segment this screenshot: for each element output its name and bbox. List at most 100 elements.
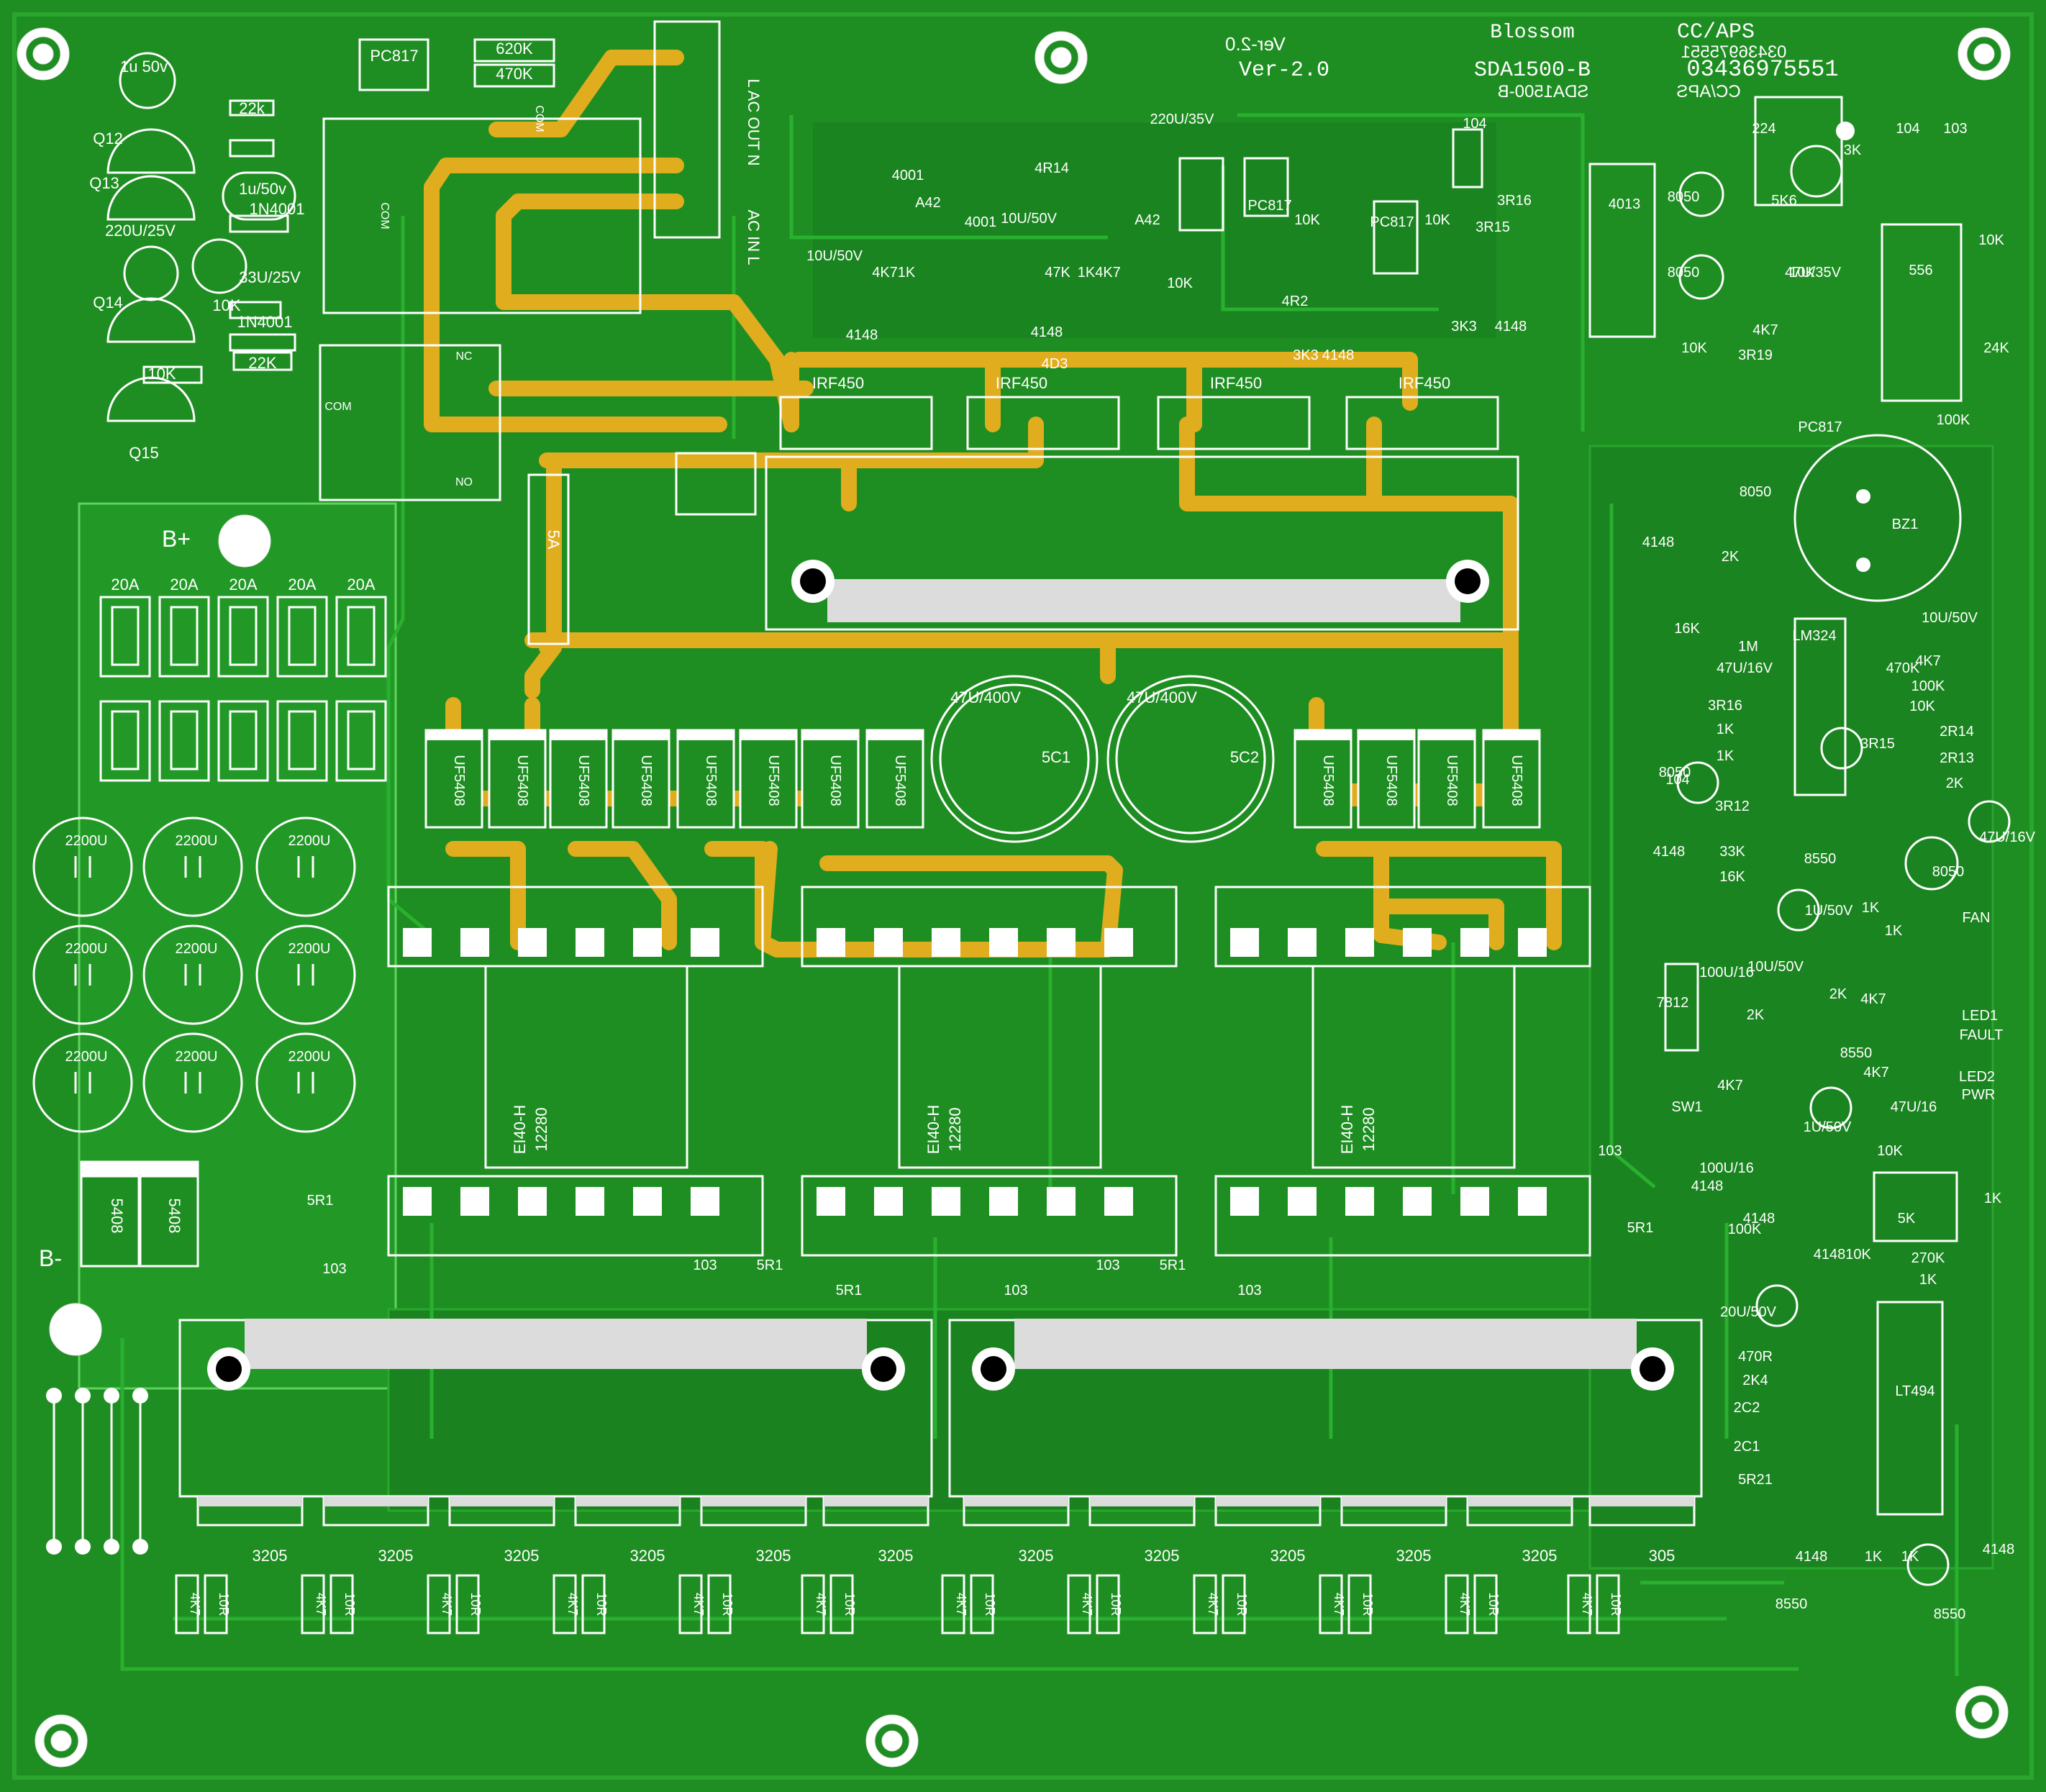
control-part-label: 47U/16V (1717, 660, 1773, 676)
bulk-cap-ref: 5C2 (1230, 748, 1259, 766)
control-part-label: 5R21 (1738, 1472, 1773, 1488)
relay-com-label: COM (324, 401, 351, 413)
fuse (276, 700, 328, 782)
diode-label: UF5408 (576, 755, 591, 806)
control-part-label: 103 (1943, 121, 1967, 137)
gate-resistor: 4K7 (188, 1593, 202, 1616)
control-part-label: 4K7 (1752, 322, 1778, 338)
control-part-label: FAULT (1960, 1027, 2004, 1043)
filter-capacitor (255, 817, 356, 917)
driver-part-label: 1K (898, 265, 916, 281)
control-part-label: 4148 (1814, 1247, 1846, 1263)
control-part-label: 1K (1901, 1549, 1919, 1565)
part-label: 1N4001 (249, 200, 304, 218)
control-part-label: 4013 (1609, 196, 1641, 212)
control-part-label: 33K (1719, 844, 1745, 860)
control-part-label: LED2 (1959, 1069, 1995, 1085)
diode-label: UF5408 (514, 755, 530, 806)
bulk-cap-value: 47U/400V (950, 688, 1021, 706)
control-part-label: 100K (1911, 678, 1945, 694)
driver-part-label: 1K (1078, 265, 1096, 281)
control-part-label: 224 (1752, 121, 1776, 137)
snubber-label: 103 (1004, 1283, 1027, 1298)
fuse (335, 596, 387, 678)
transformer-core (484, 965, 688, 1169)
fuse (99, 596, 151, 678)
control-part-label: 4148 (1743, 1211, 1776, 1227)
mirror-text: CC/APS (1676, 82, 1740, 101)
silkscreen-labels: BlossomSDA1500-BVer-2.0CC/APS03436975551… (39, 20, 2036, 1622)
control-part-label: FAN (1963, 910, 1991, 926)
control-part-label: 470K (1886, 660, 1920, 676)
transformer-core (898, 965, 1102, 1169)
control-part-label: 10K (1845, 1247, 1871, 1263)
control-part-label: 1K (1865, 1549, 1883, 1565)
company-label: CC/APS (1677, 20, 1755, 45)
control-part-label: 8050 (1668, 189, 1700, 205)
gate-resistor: 4K7 (314, 1593, 328, 1616)
gate-resistor: 10R (217, 1592, 231, 1616)
rail-positive: B+ (162, 526, 191, 552)
control-part-label: 4148 (1642, 535, 1675, 550)
part-label: Q13 (89, 174, 119, 192)
snubber-label: 5R1 (1627, 1220, 1654, 1236)
control-part-label: 4K7 (1717, 1078, 1743, 1093)
diode-label: UF5408 (892, 755, 908, 806)
driver-part-label: PC817 (1370, 214, 1414, 230)
gate-resistor: 4K7 (1332, 1593, 1346, 1616)
capacitor-value: 2200U (176, 1049, 218, 1065)
control-part-label: 47U/16 (1891, 1099, 1937, 1115)
fuse (335, 700, 387, 782)
part-label: 10K (147, 365, 176, 383)
filter-capacitor (32, 924, 133, 1025)
driver-part-label: 3K3 (1293, 347, 1319, 363)
control-part-label: 270K (1911, 1250, 1945, 1266)
driver-part-label: 4148 (1031, 324, 1063, 340)
fet-label: 3205 (630, 1547, 665, 1565)
control-part-label: 4K7 (1860, 991, 1886, 1007)
transformer-type: EI40-H (1338, 1105, 1356, 1154)
part-label: PC817 (370, 47, 418, 65)
filter-capacitor (142, 924, 243, 1025)
fast-diode (1293, 729, 1352, 829)
driver-part-label: 47K (1045, 265, 1070, 281)
control-part-label: 1K (1919, 1272, 1937, 1288)
model-label: SDA1500-B (1474, 58, 1591, 83)
control-part-label: 3R19 (1738, 347, 1773, 363)
fuse-rating: 20A (111, 576, 139, 593)
part-label: 620K (496, 40, 533, 58)
transformer-core (1311, 965, 1516, 1169)
control-part-label: 100U/16 (1699, 965, 1754, 981)
control-part-label: 470R (1738, 1349, 1773, 1365)
driver-part-label: A42 (915, 195, 941, 211)
mirror-text: SDA1500-B (1498, 82, 1589, 101)
control-part-label: 3R15 (1860, 736, 1895, 752)
part-label: 1N4001 (237, 313, 292, 331)
control-part-label: 1K (1885, 923, 1903, 939)
fet-label: 3205 (378, 1547, 414, 1565)
gate-resistor: 10R (983, 1592, 997, 1616)
capacitor-value: 2200U (288, 941, 331, 957)
relay-no-label: NO (455, 476, 473, 488)
filter-capacitor (32, 817, 133, 917)
version-label: Ver-2.0 (1239, 58, 1329, 83)
gate-resistor: 10R (1609, 1592, 1623, 1616)
control-part-label: 5K (1898, 1211, 1916, 1227)
com-label: COM (378, 202, 391, 229)
control-part-label: 8050 (1932, 864, 1965, 880)
part-label: 22K (248, 354, 276, 372)
control-part-label: 103 (1598, 1143, 1622, 1159)
control-part-label: 2C1 (1734, 1439, 1760, 1455)
control-part-label: 10K (1978, 232, 2004, 248)
control-part-label: 2K (1946, 776, 1964, 791)
bulk-cap-value: 47U/400V (1127, 688, 1197, 706)
gate-resistor: 4K7 (1206, 1593, 1220, 1616)
part-label: 220U/25V (105, 222, 176, 240)
ac-in-label: AC IN L (745, 209, 763, 265)
part-label: 1u 50v (120, 58, 168, 76)
part-label: Q14 (93, 294, 123, 311)
main-fuse: 5A (545, 530, 563, 550)
control-part-label: 16K (1719, 869, 1745, 885)
